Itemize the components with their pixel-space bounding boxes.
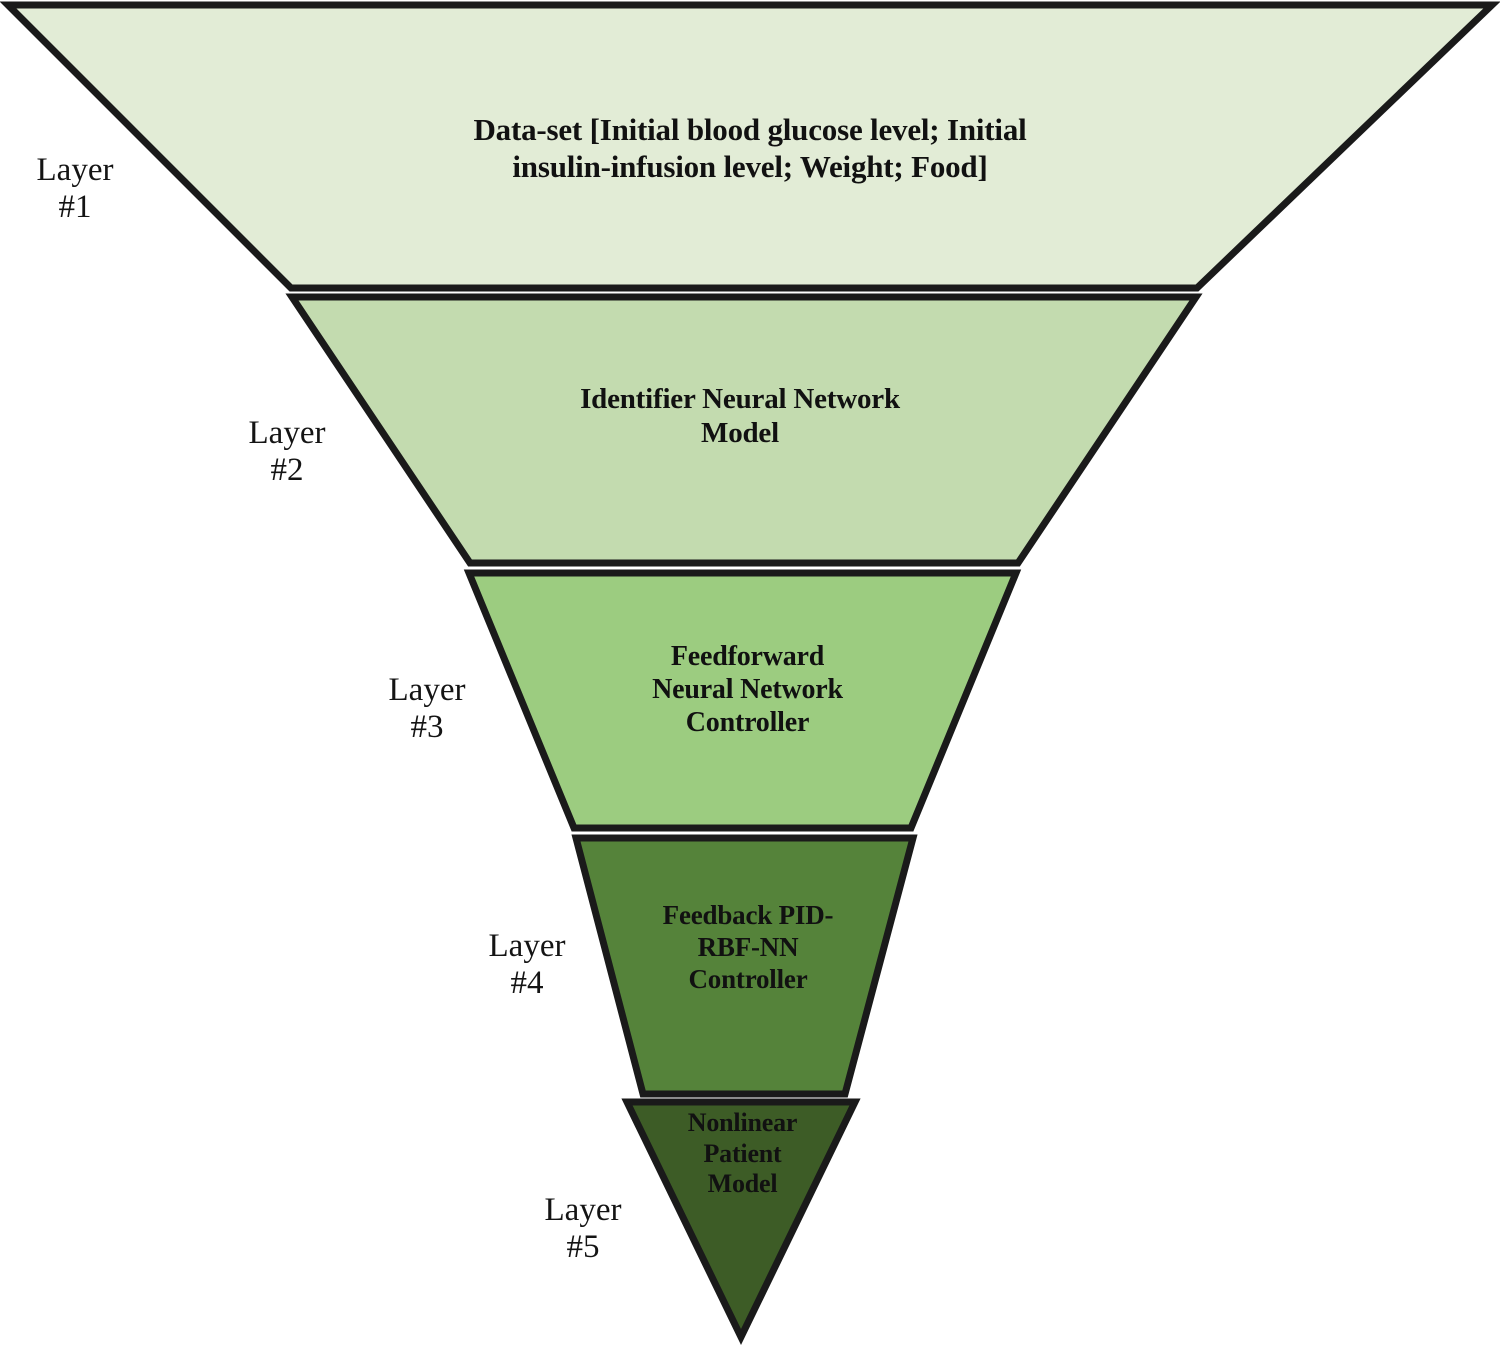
layer-tag-5: Layer #5 bbox=[544, 1192, 622, 1265]
funnel-band-layer5 bbox=[621, 1098, 861, 1346]
funnel-band-layer2 bbox=[285, 293, 1203, 567]
funnel-band-layer1 bbox=[0, 1, 1500, 292]
layer-tag-2: Layer #2 bbox=[248, 415, 326, 488]
layer-tag-3: Layer #3 bbox=[388, 672, 466, 745]
layer-tag-1: Layer #1 bbox=[36, 152, 114, 225]
funnel-band-layer4 bbox=[571, 834, 918, 1098]
layer-tag-4: Layer #4 bbox=[488, 928, 566, 1001]
funnel-band-layer3 bbox=[463, 569, 1022, 832]
